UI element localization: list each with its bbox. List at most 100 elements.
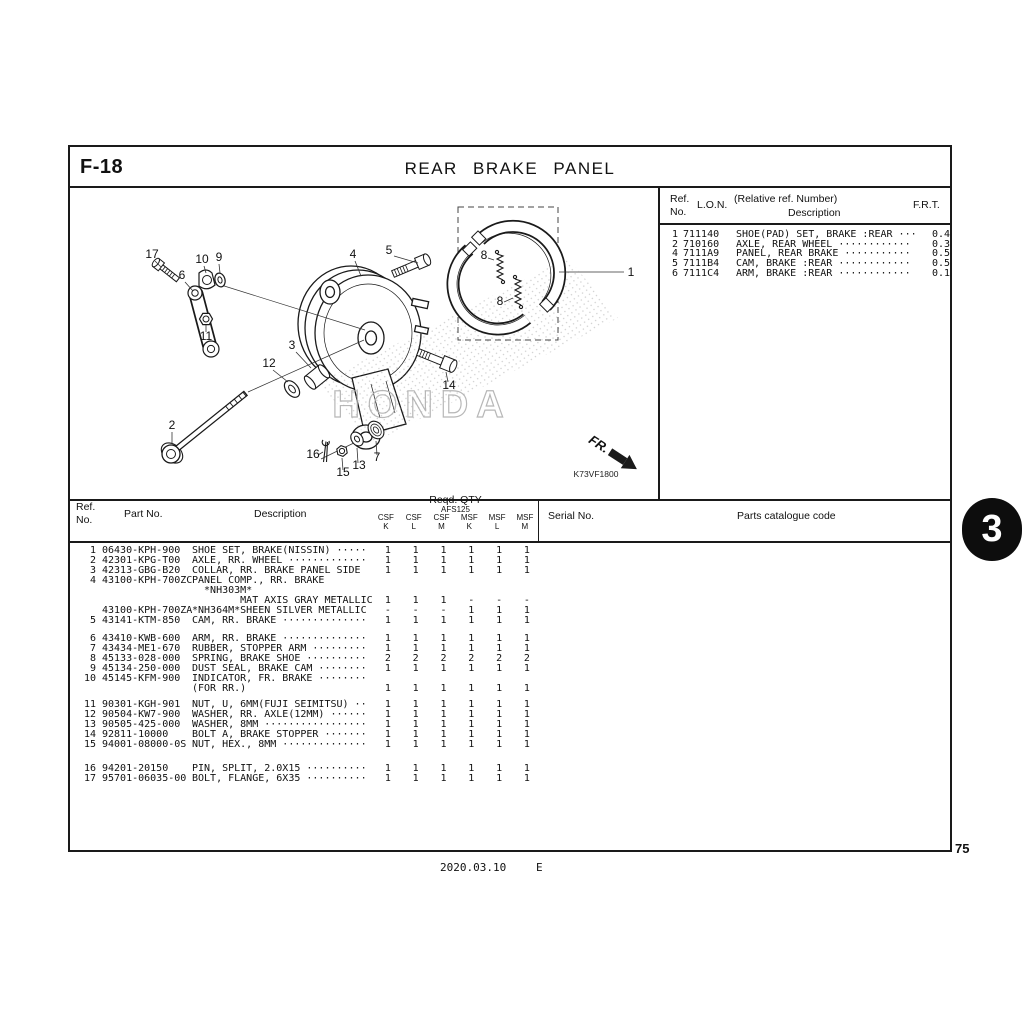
qty-cell: 1 — [523, 663, 530, 674]
qty-serial-divider — [538, 500, 539, 541]
description-cell: PIN, SPLIT, 2.0X15 ·········· — [192, 763, 367, 774]
qty-cell: 1 — [523, 773, 530, 784]
qty-cell: 1 — [468, 739, 475, 750]
qty-col-model: MSF — [460, 513, 478, 522]
header-divider — [68, 186, 952, 188]
label-leader-line — [487, 257, 495, 261]
part-ref-label: 11 — [200, 329, 213, 343]
part-no-cell: 90301-KGH-901 — [102, 699, 181, 710]
page-code: F-18 — [80, 156, 124, 178]
frt-cell: 0.3 — [931, 238, 950, 250]
qty-cell: 1 — [440, 773, 447, 784]
label-leader-line — [503, 297, 514, 303]
qty-cell: 1 — [384, 663, 391, 674]
part-no-cell: 43100-KPH-700ZC — [102, 575, 193, 586]
qty-cell: 1 — [523, 729, 530, 740]
qty-cell: 1 — [440, 699, 447, 710]
qty-cell: 1 — [412, 719, 419, 730]
indicator-plate-drawing — [198, 269, 216, 290]
table-row-gap — [70, 625, 541, 633]
qty-cell: 1 — [468, 605, 475, 616]
qty-col-type: L — [411, 522, 416, 531]
table-row: 43100-KPH-700ZA*NH364M*SHEEN SILVER META… — [70, 605, 541, 616]
qty-cell: 1 — [523, 763, 530, 774]
part-no-cell — [102, 595, 192, 605]
description-cell: CAM, BRAKE :REAR ············ — [736, 258, 911, 270]
qty-cell: 1 — [523, 643, 530, 654]
qty-cell: 1 — [468, 709, 475, 720]
ref-no-cell: 5 — [671, 258, 678, 270]
qty-cell: 1 — [496, 633, 503, 644]
ref-no-cell: 9 — [89, 663, 96, 674]
part-no-cell: 94201-20150 — [102, 763, 169, 774]
lon-cell: 7111A9 — [683, 248, 720, 260]
description-cell: SPRING, BRAKE SHOE ·········· — [192, 653, 367, 664]
description-cell: SHOE(PAD) SET, BRAKE :REAR ··· — [736, 229, 917, 240]
part-ref-label: 2 — [169, 418, 176, 432]
part-no-cell: 06430-KPH-900 — [102, 545, 181, 556]
label-leader-line — [272, 369, 289, 383]
qty-cell: 1 — [496, 565, 503, 576]
description-cell: ARM, RR. BRAKE ·············· — [192, 633, 367, 644]
qty-cell: 1 — [440, 709, 447, 720]
qty-cell: - — [523, 595, 530, 606]
qty-cell: 1 — [440, 615, 447, 626]
qty-cell: 1 — [468, 633, 475, 644]
description-cell: MAT AXIS GRAY METALLIC — [192, 595, 373, 606]
label-leader-line — [354, 260, 362, 277]
description-cell: *NH364M*SHEEN SILVER METALLIC — [192, 605, 367, 616]
description-cell: AXLE, RR. WHEEL ············· — [192, 555, 367, 566]
part-ref-label: 14 — [442, 378, 456, 392]
ref-no-cell: 14 — [83, 729, 96, 740]
description-cell: AXLE, REAR WHEEL ············ — [736, 238, 911, 250]
qty-cell: 1 — [523, 605, 530, 616]
qty-cell: 1 — [412, 683, 419, 694]
qty-cell: 1 — [440, 633, 447, 644]
qty-col-model: MSF — [516, 513, 534, 522]
qty-cell: 1 — [384, 773, 391, 784]
description-cell: NUT, U, 6MM(FUJI SEIMITSU) ·· — [192, 699, 367, 710]
table-row-gap — [70, 749, 541, 763]
qty-cell: 1 — [468, 663, 475, 674]
bolt-17-drawing — [151, 257, 181, 283]
label-leader-line — [317, 451, 324, 456]
qty-cell: 1 — [468, 555, 475, 566]
qty-cell: 1 — [384, 709, 391, 720]
qty-cell: 1 — [412, 773, 419, 784]
description-cell: NUT, HEX., 8MM ·············· — [192, 739, 367, 750]
qty-cell: 1 — [440, 683, 447, 694]
qty-cell: 2 — [384, 653, 391, 664]
part-no-cell: 45134-250-000 — [102, 663, 181, 674]
part-no-cell: 43100-KPH-700ZA — [102, 605, 193, 616]
axle-axis-line — [247, 339, 365, 393]
qty-cell: 1 — [412, 565, 419, 576]
qty-cell: 1 — [496, 663, 503, 674]
part-ref-label: 17 — [145, 247, 159, 261]
label-leader-line — [154, 260, 162, 268]
part-no-cell: 92811-10000 — [102, 729, 169, 740]
qty-cell: 1 — [523, 615, 530, 626]
qty-cell: 1 — [523, 565, 530, 576]
qty-cell: 2 — [523, 653, 530, 664]
label-leader-line — [341, 457, 344, 471]
table-header-rule — [68, 541, 952, 543]
page-number: 75 — [955, 841, 970, 856]
part-no-cell: 43434-ME1-670 — [102, 643, 181, 654]
label-leader-line — [445, 371, 449, 383]
washer-9-drawing — [214, 272, 226, 288]
qty-cell: 1 — [496, 555, 503, 566]
page-title: REAR BRAKE PANEL — [404, 159, 616, 178]
part-no-cell: 45145-KFM-900 — [102, 673, 181, 684]
